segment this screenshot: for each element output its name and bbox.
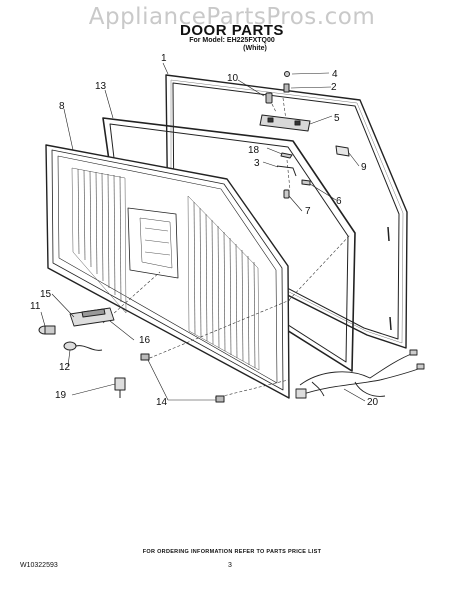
callout-14: 14 [156,397,168,408]
hinge-bracket-part [301,179,311,186]
door-handle-part [69,307,115,327]
lamp-assembly-part [63,341,103,351]
callout-9: 9 [361,162,367,173]
hinge-cover-part [335,145,350,157]
callout-5: 5 [334,113,340,124]
ordering-note: FOR ORDERING INFORMATION REFER TO PARTS … [142,549,322,555]
callout-10: 10 [227,73,239,84]
callout-11: 11 [30,301,41,312]
callout-19: 19 [55,390,67,401]
callout-1: 1 [161,53,167,64]
hinge-plate-part [259,114,311,132]
callout-12: 12 [59,362,71,373]
callout-4: 4 [332,69,338,80]
lock-cylinder-part [38,325,56,335]
callout-7: 7 [305,206,311,217]
callout-15: 15 [40,289,52,300]
door-switch-part [114,377,126,398]
model-line: For Model: EH225FXTQ00 [189,37,275,44]
callout-13: 13 [95,81,107,92]
callout-labels: 1 2 3 4 5 6 7 8 9 10 11 12 13 14 15 16 1… [30,53,379,408]
watermark: AppliancePartsPros.com [88,4,376,30]
callout-20: 20 [367,397,379,408]
callout-16: 16 [139,335,151,346]
door-liner-ribs [77,168,256,369]
bushing-part [140,353,150,361]
document-number: W10322593 [20,562,58,569]
spring-clip-part [280,152,293,159]
hinge-bolt-part [283,83,290,93]
hinge-spring-part [276,165,297,177]
hinge-pin-part [265,92,273,104]
callout-18: 18 [248,145,260,156]
callout-3: 3 [254,158,260,169]
door-liner-part [45,144,290,399]
color-variant: (White) [243,45,267,52]
page-number: 3 [228,562,232,569]
callout-8: 8 [59,101,65,112]
leader-lines [40,62,366,402]
wire-harness-part [295,349,425,399]
callout-6: 6 [336,196,342,207]
hinge-washer-part [283,189,290,199]
bushing-part-lower [215,395,225,403]
callout-2: 2 [331,82,337,93]
hinge-screw-part [284,71,290,77]
page-title: DOOR PARTS [180,22,284,39]
